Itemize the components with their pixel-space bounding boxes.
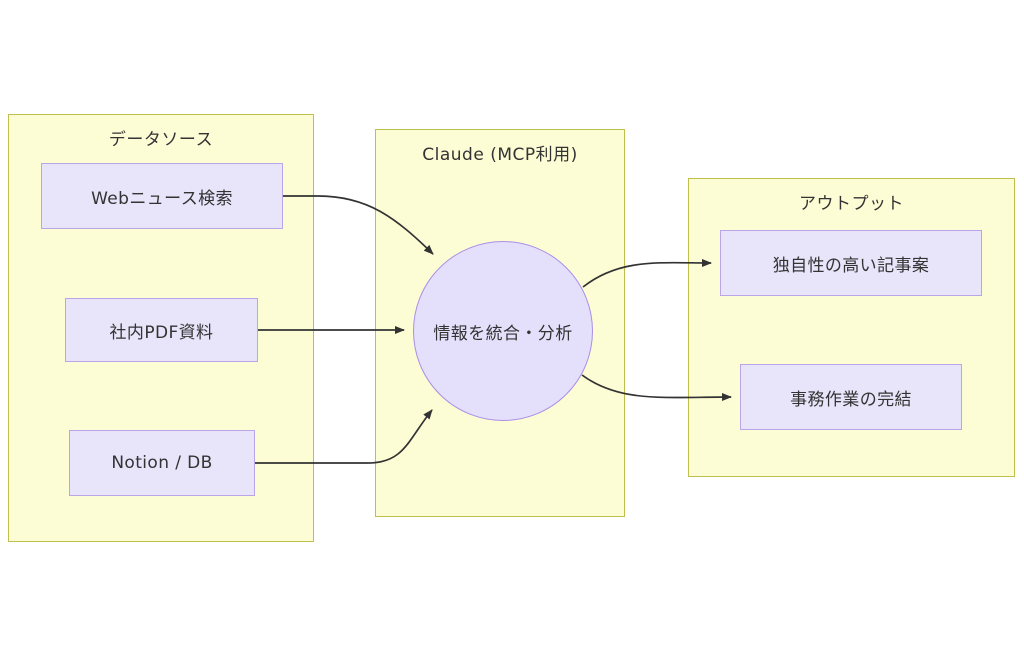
group-panel-output: アウトプット bbox=[688, 178, 1015, 477]
group-title-output: アウトプット bbox=[799, 194, 904, 214]
node-internal-pdf[interactable]: 社内PDF資料 bbox=[65, 298, 258, 362]
group-title-data-source: データソース bbox=[108, 130, 214, 150]
group-title-claude: Claude (MCP利用) bbox=[422, 145, 578, 165]
node-admin-complete[interactable]: 事務作業の完結 bbox=[740, 364, 962, 430]
node-original-article[interactable]: 独自性の高い記事案 bbox=[720, 230, 982, 296]
node-web-news[interactable]: Webニュース検索 bbox=[41, 163, 283, 229]
node-notion-db[interactable]: Notion / DB bbox=[69, 430, 255, 496]
node-integrate-analyze[interactable]: 情報を統合・分析 bbox=[413, 241, 593, 421]
